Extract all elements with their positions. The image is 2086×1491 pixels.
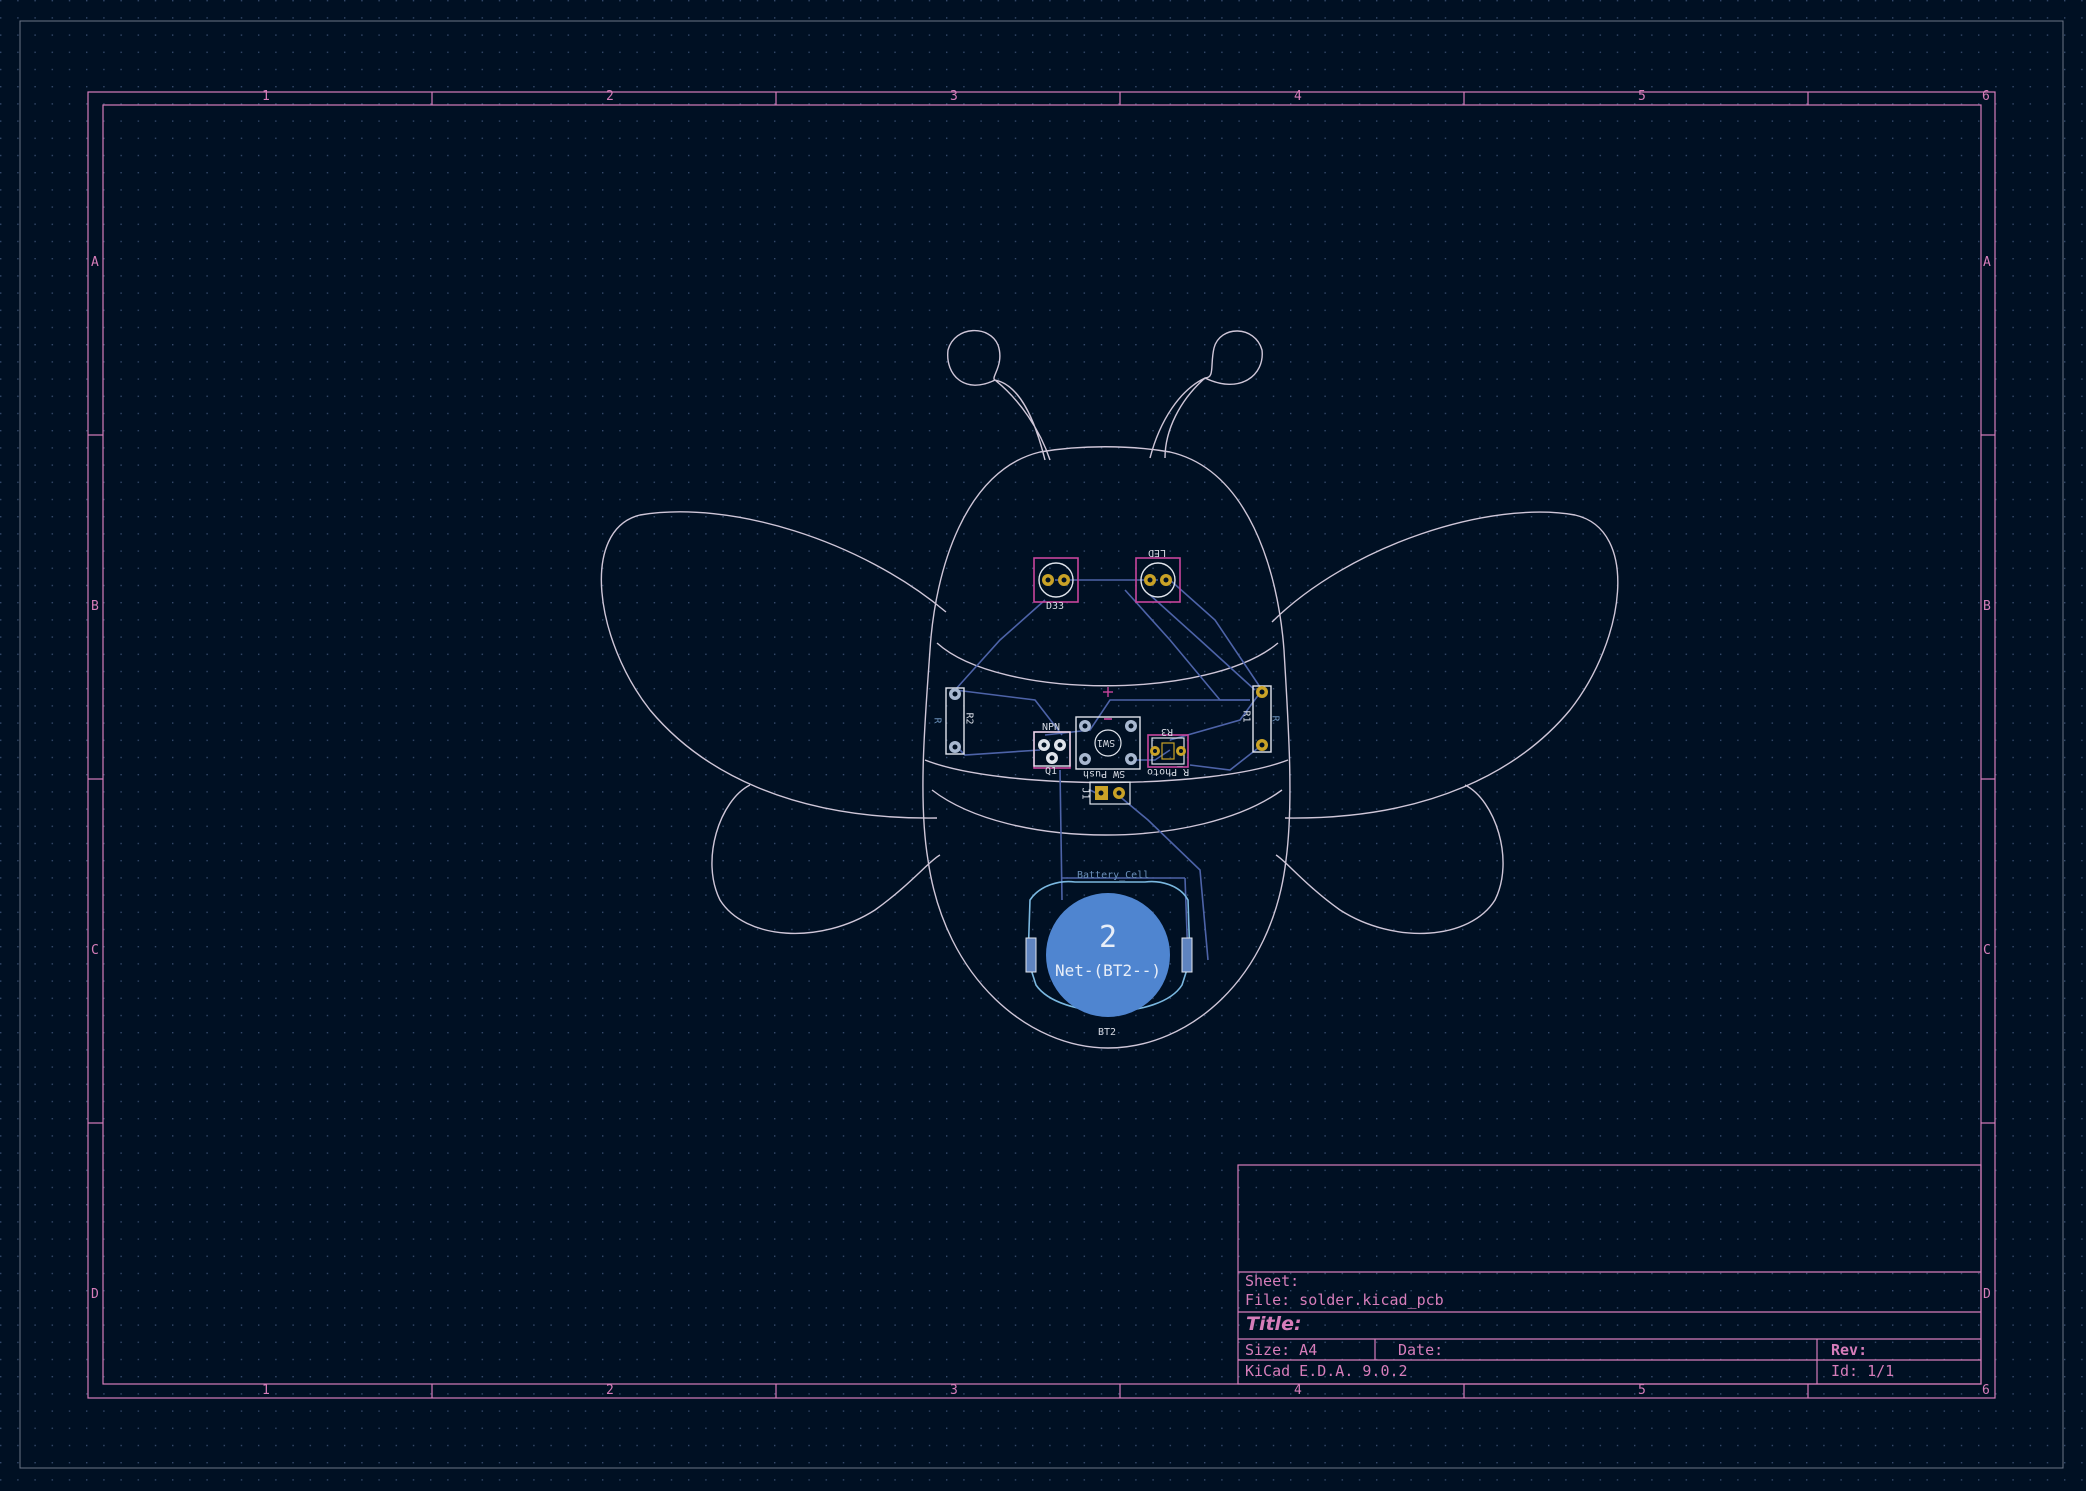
- tb-kicad: KiCad E.D.A. 9.0.2: [1245, 1362, 1408, 1380]
- bee-antenna-left: [947, 329, 1051, 461]
- row-label-left-b: B: [91, 599, 99, 614]
- col-label-top-4: 4: [1294, 89, 1302, 104]
- ref-j1: J1: [1079, 787, 1091, 800]
- sheet-frame: [87, 91, 1996, 1399]
- row-label-left-a: A: [91, 255, 99, 270]
- tb-id: Id: 1/1: [1831, 1362, 1895, 1380]
- photoresistor-r3[interactable]: [1150, 737, 1186, 765]
- tb-size: Size: A4: [1245, 1341, 1318, 1359]
- col-label-top-2: 2: [606, 89, 614, 104]
- viewport-frame: [19, 20, 2064, 1469]
- col-label-bottom-6: 6: [1982, 1383, 1990, 1398]
- tb-rev: Rev:: [1831, 1341, 1868, 1359]
- col-label-top-1: 1: [262, 89, 270, 104]
- ref-r-left: R2: [963, 712, 975, 725]
- col-label-top-3: 3: [950, 89, 958, 104]
- col-label-bottom-1: 1: [262, 1383, 270, 1398]
- col-label-bottom-4: 4: [1294, 1383, 1302, 1398]
- row-label-left-d: D: [91, 1287, 99, 1302]
- val-q1: NPN: [1042, 722, 1061, 733]
- edge-cuts-bee: [600, 329, 1619, 1049]
- ref-photo: R3: [1161, 726, 1174, 737]
- val-r-left: R: [931, 717, 943, 724]
- led-d2[interactable]: [1140, 562, 1176, 598]
- tb-sheet: Sheet:: [1245, 1272, 1300, 1290]
- pad-number: 2: [1098, 920, 1118, 955]
- row-label-right-d: D: [1983, 1287, 1991, 1302]
- ref-r-right: R1: [1240, 710, 1252, 723]
- val-photo: R_Photo: [1147, 766, 1190, 777]
- col-label-bottom-5: 5: [1638, 1383, 1646, 1398]
- bee-antenna-right: [1149, 330, 1263, 459]
- header-j1[interactable]: [1089, 781, 1131, 805]
- val-r-right: R: [1269, 715, 1281, 722]
- col-label-top-5: 5: [1638, 89, 1646, 104]
- tb-date: Date:: [1398, 1341, 1444, 1359]
- ref-bt2: BT2: [1098, 1027, 1117, 1038]
- row-label-right-c: C: [1983, 943, 1991, 958]
- col-label-bottom-3: 3: [950, 1383, 958, 1398]
- battery-pad-highlight: [1046, 893, 1170, 1017]
- bee-stripe-low: [931, 789, 1283, 836]
- pad-net-name: Net-(BT2--): [1055, 961, 1161, 980]
- ref-sw1: SW1: [1097, 737, 1116, 748]
- resistor-right[interactable]: [1252, 685, 1272, 753]
- resistor-left[interactable]: [945, 687, 965, 755]
- title-block: [1237, 1164, 1982, 1385]
- row-label-right-b: B: [1983, 599, 1991, 614]
- ref-d1-bottom: D33: [1046, 601, 1065, 612]
- led-d1[interactable]: [1038, 562, 1074, 598]
- tb-file: File: solder.kicad_pcb: [1245, 1291, 1444, 1309]
- tb-title: Title:: [1246, 1313, 1302, 1335]
- battery-holder-bt2[interactable]: [1025, 880, 1193, 1017]
- bee-wing-right-upper: [1271, 511, 1619, 819]
- switch-sw1[interactable]: [1075, 687, 1141, 770]
- bee-wing-left-lower: [711, 784, 941, 935]
- val-battery: Battery_Cell: [1077, 870, 1150, 881]
- col-label-top-6: 6: [1982, 89, 1990, 104]
- bee-wing-left-upper: [600, 511, 947, 819]
- bee-body-outline: [922, 446, 1291, 1049]
- col-label-bottom-2: 2: [606, 1383, 614, 1398]
- bee-wing-right-lower: [1275, 784, 1504, 935]
- row-label-left-c: C: [91, 943, 99, 958]
- transistor-q1[interactable]: [1033, 731, 1071, 767]
- ref-q1: Q1: [1045, 766, 1058, 777]
- val-sw1: SW_Push: [1083, 768, 1126, 779]
- ref-d2: LED: [1148, 547, 1167, 558]
- row-label-right-a: A: [1983, 255, 1991, 270]
